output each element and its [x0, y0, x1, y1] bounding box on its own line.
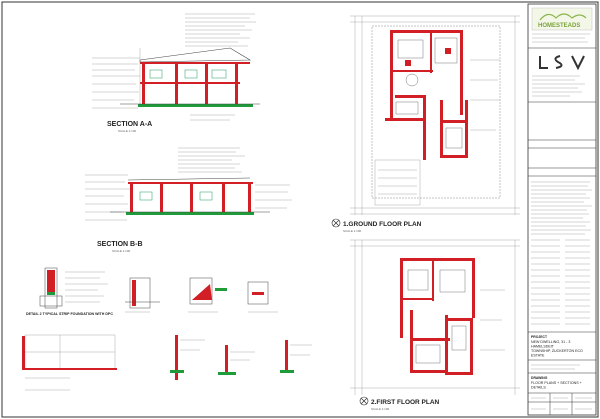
drawing-label: DRAWING: [531, 376, 548, 380]
project-label: PROJECT: [531, 335, 548, 339]
project-line-1: NEW DWELLING, 31 - 3: [531, 340, 570, 344]
first-floor-marker-icon: [359, 396, 369, 406]
section-bb-title: SECTION B-B: [97, 241, 143, 248]
project-line-4: ESTATE: [531, 354, 545, 358]
project-line-3: TOWNSHIP, ZUCKERTON ECO: [531, 349, 583, 353]
logo-text: HOMESTEADS: [538, 23, 580, 29]
ground-floor-title: 1.GROUND FLOOR PLAN: [343, 221, 422, 228]
first-floor-scale: SCALE 1:100: [371, 407, 390, 411]
section-aa-scale: SCALE 1:100: [118, 129, 137, 133]
architect-logo-icon: [539, 56, 548, 69]
section-aa-title: SECTION A-A: [107, 121, 152, 128]
ground-floor-marker-icon: [331, 218, 341, 228]
logo-leaf-icon: [539, 13, 587, 21]
foundation-details: DETAIL 2 TYPICAL STRIP FOUNDATION WITH D…: [22, 267, 312, 391]
section-bb: SECTION B-B SCALE 1:100: [85, 147, 292, 253]
detail-foundation-title: DETAIL 2 TYPICAL STRIP FOUNDATION WITH D…: [26, 312, 113, 316]
section-bb-scale: SCALE 1:100: [112, 249, 131, 253]
title-block: HOMESTEADS: [527, 3, 597, 416]
project-line-2: HAMELSDEIT: [531, 345, 555, 349]
first-floor-title: 2.FIRST FLOOR PLAN: [371, 399, 440, 406]
drawing-line-1: FLOOR PLANS + SECTIONS +: [531, 381, 582, 385]
ground-floor-scale: SCALE 1:100: [343, 229, 362, 233]
ground-floor-plan: 1.GROUND FLOOR PLAN SCALE 1:100: [331, 15, 520, 233]
first-floor-plan: 2.FIRST FLOOR PLAN SCALE 1:100: [350, 239, 520, 411]
section-aa: SECTION A-A SCALE 1:100: [92, 13, 260, 133]
drawing-line-2: DETAILS: [531, 386, 546, 390]
